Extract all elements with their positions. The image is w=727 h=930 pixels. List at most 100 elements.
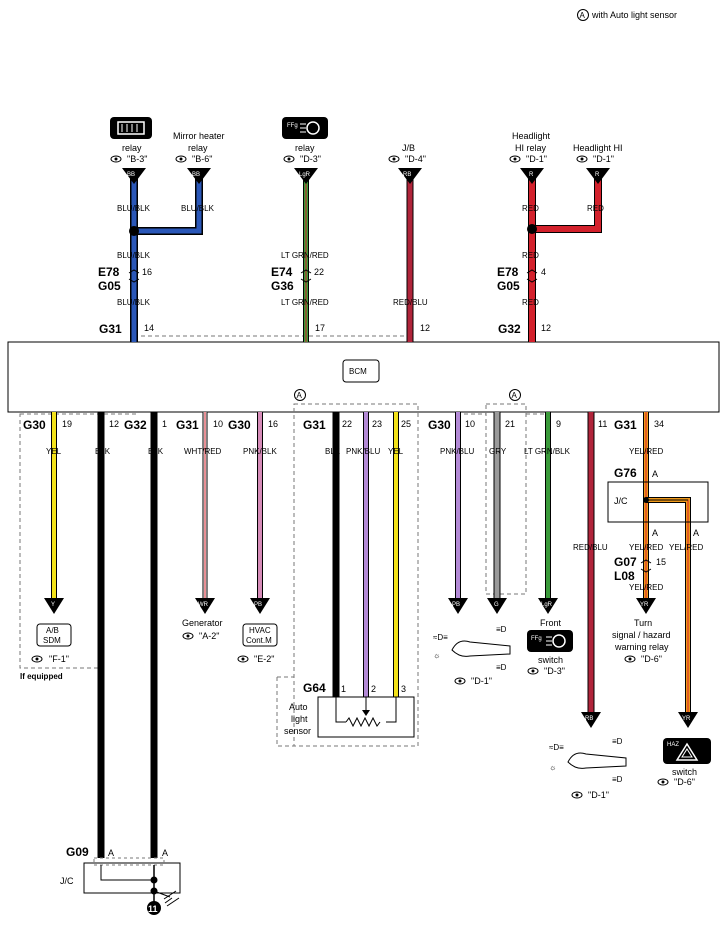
- pin-triangle: RB: [398, 168, 422, 184]
- svg-text:G05: G05: [98, 279, 121, 293]
- pin-triangle: LgR: [538, 598, 558, 614]
- sdm-ref: "F-1": [49, 654, 69, 664]
- svg-text:BCM: BCM: [349, 367, 367, 376]
- wire-label: LT GRN/RED: [281, 298, 329, 307]
- svg-text:LgR: LgR: [299, 172, 311, 178]
- svg-text:light: light: [291, 714, 308, 724]
- wire-label: RED/BLU: [573, 543, 608, 552]
- wire-yel-red: [643, 412, 691, 713]
- wire-label: PNK/BLK: [243, 447, 277, 456]
- svg-text:A: A: [652, 469, 658, 479]
- jc-g09: G09 A A J/C: [60, 845, 181, 905]
- wire-label: LT GRN/BLK: [524, 447, 571, 456]
- eye-icon: [175, 155, 187, 163]
- eye-icon: [31, 655, 43, 663]
- pin-number: 9: [556, 419, 561, 429]
- pin-triangle: R: [520, 168, 544, 184]
- jc-g76: G76 A J/C A A: [607, 466, 709, 538]
- wire-label: RED/BLU: [393, 298, 428, 307]
- svg-text:sensor: sensor: [284, 726, 311, 736]
- svg-text:G09: G09: [66, 845, 89, 859]
- front-fog-switch-label-1: Front: [540, 618, 562, 628]
- svg-text:G36: G36: [271, 279, 294, 293]
- svg-text:11: 11: [148, 904, 158, 914]
- conn-g30: G30: [23, 418, 46, 432]
- wire-label: RED: [522, 204, 539, 213]
- svg-text:G76: G76: [614, 466, 637, 480]
- svg-text:☼: ☼: [433, 651, 440, 660]
- pin-triangle: RB: [581, 712, 601, 728]
- pin-triangle: BB: [187, 168, 211, 184]
- pin-number: 22: [342, 419, 352, 429]
- svg-text:G07: G07: [614, 555, 637, 569]
- svg-text:3: 3: [401, 684, 406, 694]
- jb-ref: "D-4": [405, 154, 426, 164]
- eye-icon: [454, 677, 466, 685]
- wire-label: BLU/BLK: [181, 204, 215, 213]
- conn-g32: G32: [124, 418, 147, 432]
- conn-g30: G30: [428, 418, 451, 432]
- wire-label: BLU/BLK: [117, 251, 151, 260]
- eye-icon: [182, 632, 194, 640]
- conn-g31: G31: [614, 418, 637, 432]
- ground-icon: 11: [147, 890, 180, 915]
- wire-label: PNK/BLU: [440, 447, 474, 456]
- mirror-heater-ref: "B-6": [192, 154, 212, 164]
- wire-label: YEL: [388, 447, 404, 456]
- svg-text:G64: G64: [303, 681, 326, 695]
- conn-g31-top: G31: [99, 322, 122, 336]
- svg-text:R: R: [595, 172, 600, 178]
- svg-text:≡D: ≡D: [496, 625, 507, 634]
- svg-text:E78: E78: [98, 265, 120, 279]
- svg-text:with Auto light sensor: with Auto light sensor: [591, 10, 677, 20]
- wire-label: BLU/BLK: [117, 298, 151, 307]
- svg-text:RB: RB: [585, 716, 593, 722]
- eye-icon: [571, 791, 583, 799]
- area-mark-a: A: [294, 389, 306, 401]
- svg-text:Auto: Auto: [289, 702, 308, 712]
- hl-hi-relay-ref: "D-1": [526, 154, 547, 164]
- pin-triangle: PB: [250, 598, 270, 614]
- svg-text:BB: BB: [127, 172, 135, 178]
- svg-text:E78: E78: [497, 265, 519, 279]
- conn-g31: G31: [176, 418, 199, 432]
- if-equipped-label: If equipped: [20, 672, 63, 681]
- eye-icon: [388, 155, 400, 163]
- svg-text:L08: L08: [614, 569, 635, 583]
- eye-icon: [283, 155, 295, 163]
- wire-label: BLU/BLK: [117, 204, 151, 213]
- area-mark-a: A: [509, 389, 521, 401]
- wire-label: RED: [587, 204, 604, 213]
- hl-hi-ref: "D-1": [593, 154, 614, 164]
- wire-label: BLK: [148, 447, 164, 456]
- conn-g31: G31: [303, 418, 326, 432]
- bcm-box: [7, 341, 720, 413]
- wire-label: YEL/RED: [669, 543, 703, 552]
- jb-label: J/B: [402, 143, 415, 153]
- wire-label: BLK: [325, 447, 341, 456]
- rear-defogger-ref: "B-3": [127, 154, 147, 164]
- pin-triangle: Y: [44, 598, 64, 614]
- svg-text:PB: PB: [254, 602, 262, 608]
- svg-text:≈D≡: ≈D≡: [549, 743, 564, 752]
- svg-text:HVAC: HVAC: [249, 626, 271, 635]
- wire-label: GRY: [489, 447, 507, 456]
- pin-number: 12: [420, 323, 430, 333]
- svg-text:☼: ☼: [549, 763, 556, 772]
- wire-label: BLK: [95, 447, 111, 456]
- wire-label: YEL/RED: [629, 543, 663, 552]
- sdm-icon: A/B SDM: [36, 623, 72, 647]
- eye-icon: [110, 155, 122, 163]
- svg-text:2: 2: [371, 684, 376, 694]
- turn-relay-label-3: warning relay: [614, 642, 669, 652]
- pin-number: 12: [109, 419, 119, 429]
- pin-number: 21: [505, 419, 515, 429]
- svg-text:G: G: [494, 602, 499, 608]
- wire-red-top: [528, 178, 602, 342]
- eye-icon: [576, 155, 588, 163]
- svg-text:RB: RB: [403, 172, 411, 178]
- svg-text:A: A: [297, 391, 303, 400]
- wire-label: YEL/RED: [629, 447, 663, 456]
- svg-text:1: 1: [341, 684, 346, 694]
- svg-text:E74: E74: [271, 265, 293, 279]
